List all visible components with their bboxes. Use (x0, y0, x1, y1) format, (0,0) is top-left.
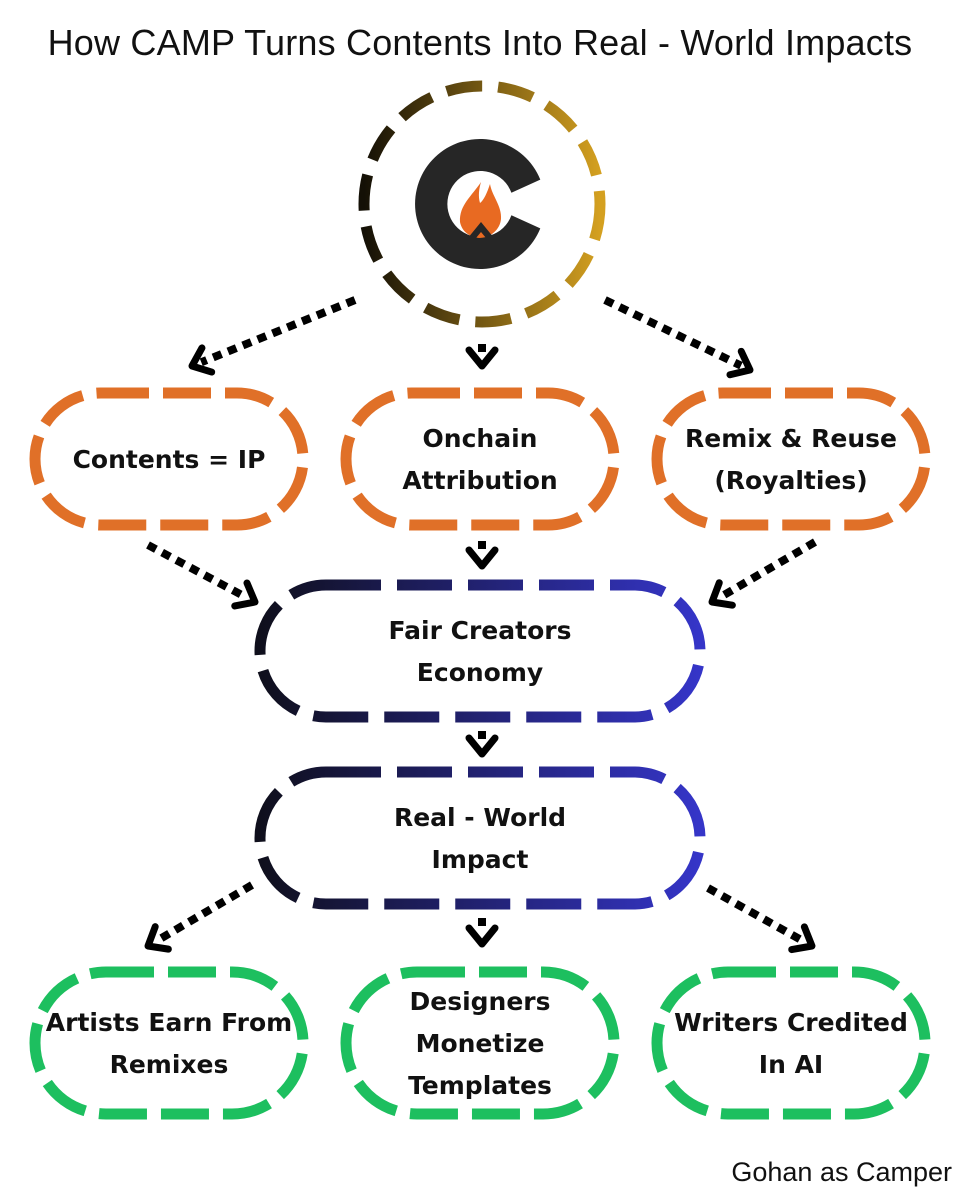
node-contents-ip-border (29, 387, 309, 531)
arrow-head-icon (188, 344, 216, 376)
node-writers-credited: Writers Credited In AI (651, 966, 931, 1120)
node-onchain-attribution-border (340, 387, 620, 531)
node-label-line: Monetize (416, 1029, 545, 1058)
arrow-shaft (706, 884, 806, 945)
node-label-line: Contents = IP (73, 445, 266, 474)
node-label-line: In AI (759, 1050, 823, 1079)
node-contents-ip: Contents = IP (29, 387, 309, 531)
node-designers-border (340, 966, 620, 1120)
node-label-line: Designers (409, 987, 550, 1016)
camp-logo-node (358, 80, 606, 328)
arrow-onchain_attribution-to-fair_creators (465, 541, 499, 570)
node-label-line: Remix & Reuse (685, 424, 897, 453)
diagram-title: How CAMP Turns Contents Into Real - Worl… (47, 22, 913, 63)
arrow-real_world-to-designers (465, 918, 499, 948)
arrow-shaft (146, 541, 249, 601)
node-remix-reuse: Remix & Reuse (Royalties) (651, 387, 931, 531)
node-fair-creators-border (254, 579, 706, 723)
arrow-head-icon (465, 346, 499, 370)
camp-flame-c-logo-icon (415, 139, 541, 269)
arrow-shaft (718, 538, 818, 601)
node-remix-reuse-label: Remix & Reuse (Royalties) (685, 424, 897, 495)
arrow-head-icon (465, 924, 499, 948)
node-label-line: Real - World (394, 803, 566, 832)
arrow-shaft (154, 881, 255, 945)
node-label-line: Templates (408, 1071, 552, 1100)
arrow-head-icon (726, 347, 754, 379)
arrow-head-icon (144, 923, 172, 953)
node-label-line: Remixes (110, 1050, 229, 1079)
node-remix-reuse-border (651, 387, 931, 531)
node-label-line: Fair Creators (389, 616, 572, 645)
node-writers-border (651, 966, 931, 1120)
arrow-shaft (478, 344, 486, 352)
arrow-shaft (199, 296, 357, 366)
node-artists-border (29, 966, 309, 1120)
arrow-contents_ip-to-fair_creators (146, 541, 259, 610)
arrow-shaft (478, 541, 486, 549)
arrow-fair_creators-to-real_world (465, 731, 499, 758)
author-credit: Gohan as Camper (731, 1157, 952, 1187)
arrow-shaft (478, 918, 486, 926)
arrow-head-icon (231, 579, 259, 610)
node-label-line: Onchain (423, 424, 538, 453)
logo-flame-icon (459, 182, 502, 238)
arrow-head-icon (788, 923, 816, 954)
arrow-camp-to-onchain_attribution (465, 344, 499, 370)
node-label-line: Attribution (402, 466, 557, 495)
node-contents-ip-label: Contents = IP (73, 445, 266, 474)
arrow-camp-to-contents_ip (188, 296, 357, 376)
arrow-shaft (603, 296, 743, 370)
node-label-line: Artists Earn From (46, 1008, 292, 1037)
camp-logo-ring (358, 80, 606, 328)
node-label-line: Economy (417, 658, 543, 687)
node-label-line: Writers Credited (674, 1008, 908, 1037)
logo-c-shape-icon (415, 139, 541, 269)
arrow-head-icon (465, 734, 499, 758)
node-writers-label: Writers Credited In AI (674, 1008, 908, 1079)
arrow-head-icon (465, 546, 499, 570)
arrow-real_world-to-artists (144, 881, 255, 953)
node-label-line: (Royalties) (714, 466, 867, 495)
arrow-real_world-to-writers (706, 884, 816, 954)
node-real-world-border (254, 766, 706, 910)
arrow-shaft (478, 731, 486, 739)
node-label-line: Impact (432, 845, 529, 874)
arrows-layer (144, 296, 818, 954)
logo-tent-icon (463, 222, 499, 244)
arrow-remix_reuse-to-fair_creators (708, 538, 818, 609)
arrow-head-icon (708, 579, 736, 609)
arrow-camp-to-remix_reuse (603, 296, 754, 379)
